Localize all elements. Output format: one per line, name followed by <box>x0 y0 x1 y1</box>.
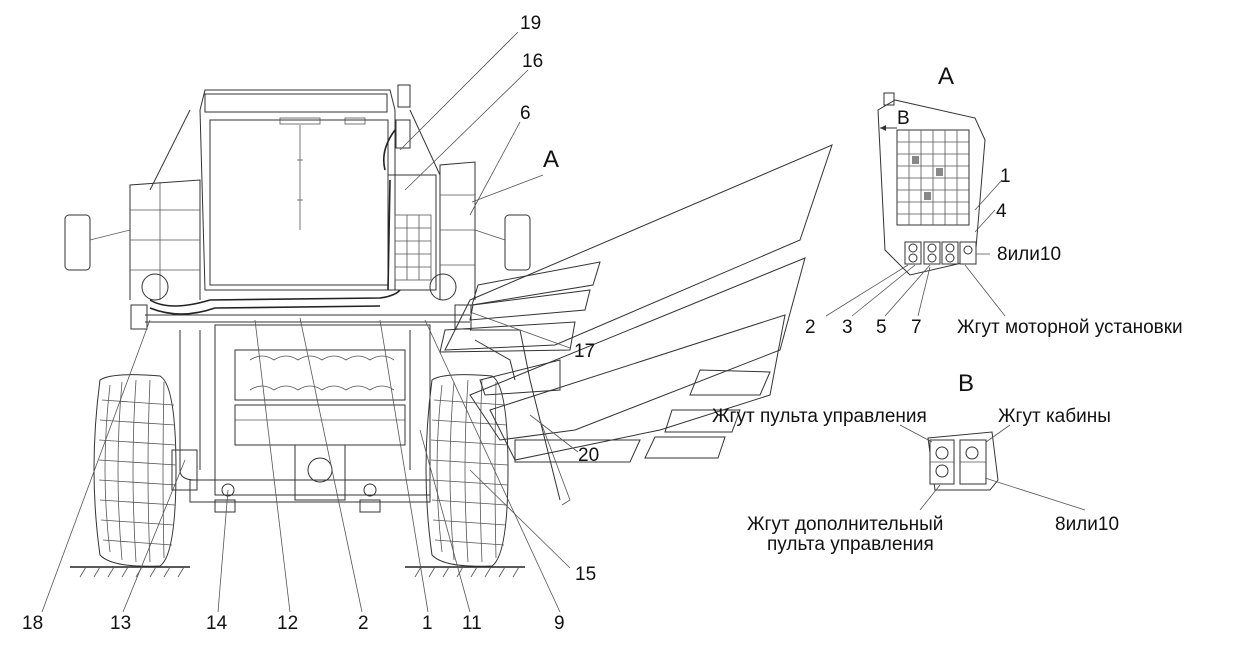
detail-a-callout-8or10: 8или10 <box>997 244 1061 265</box>
callout-17: 17 <box>574 341 595 362</box>
cab <box>199 84 441 291</box>
detail-b-code: 8или10 <box>1055 514 1119 535</box>
detail-a-callout-1: 1 <box>1000 166 1011 187</box>
callout-14: 14 <box>206 613 228 634</box>
engine <box>171 324 431 513</box>
side-mirrors <box>64 214 531 271</box>
callout-12: 12 <box>277 613 298 634</box>
fuse-panel-main <box>387 174 437 291</box>
detail-b-cab-harness: Жгут кабины <box>998 406 1111 427</box>
connectors-a <box>904 241 977 265</box>
detail-b <box>899 424 1086 511</box>
right-structure <box>470 329 571 506</box>
detail-a-callout-3: 3 <box>842 317 853 338</box>
detail-a-callout-7: 7 <box>911 317 922 338</box>
ground-right <box>405 566 525 578</box>
detail-b-panel-harness: Жгут пульта управления <box>712 406 927 427</box>
detail-a-callout-5: 5 <box>876 317 887 338</box>
view-b-marker: В <box>897 108 910 129</box>
detail-a-title: А <box>938 63 954 90</box>
combine-rear-view <box>64 84 571 578</box>
callout-16: 16 <box>522 51 543 72</box>
callout-11: 11 <box>462 613 482 634</box>
detail-b-extra-panel-line2: пульта управления <box>767 534 934 555</box>
labels: А В В А 19 16 6 17 20 15 18 13 14 12 2 1… <box>22 13 1183 634</box>
left-wheel <box>93 374 177 567</box>
detail-b-title: В <box>958 370 974 397</box>
rear-lights <box>130 273 472 330</box>
right-wheel <box>425 374 509 567</box>
callout-2: 2 <box>358 613 369 634</box>
detail-b-extra-panel-line1: Жгут дополнительный <box>747 514 943 535</box>
callout-15: 15 <box>575 564 596 585</box>
callout-18: 18 <box>22 613 43 634</box>
detail-a-callout-2: 2 <box>805 317 816 338</box>
callout-20: 20 <box>578 445 599 466</box>
railings <box>129 109 476 300</box>
callout-13: 13 <box>110 613 131 634</box>
detail-a-callout-4: 4 <box>996 201 1007 222</box>
leaders-main <box>41 31 579 613</box>
callout-9: 9 <box>554 613 565 634</box>
callout-1: 1 <box>422 613 433 634</box>
callout-a-main: А <box>543 146 559 173</box>
detail-a <box>825 92 1006 317</box>
callout-6: 6 <box>520 103 531 124</box>
detail-a-engine-harness: Жгут моторной установки <box>957 317 1183 338</box>
callout-19: 19 <box>520 13 541 34</box>
ground-left <box>70 566 190 578</box>
harness-main <box>145 129 470 323</box>
decorative-sheets <box>439 144 833 463</box>
